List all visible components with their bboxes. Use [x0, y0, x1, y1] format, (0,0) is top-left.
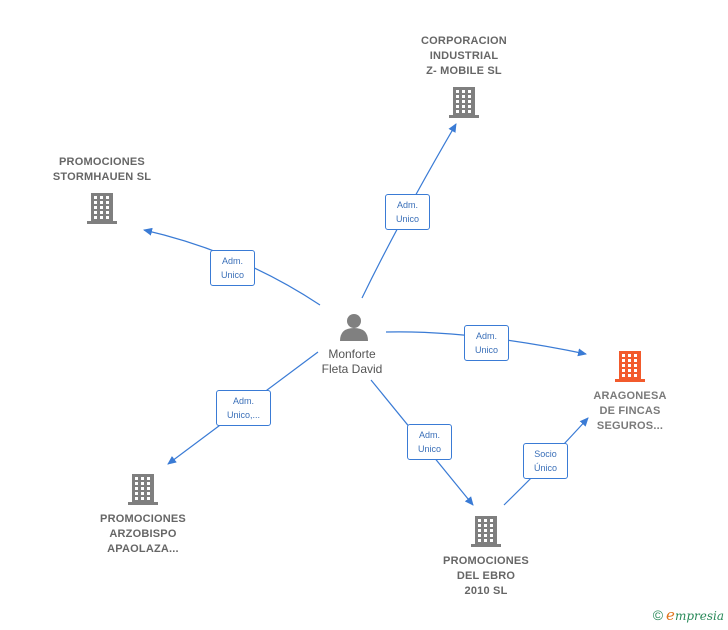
edge-label-ebro[interactable]: Adm. Unico: [407, 424, 452, 460]
edge-label-line: Adm.: [232, 396, 254, 406]
building-icon-aragonesa: [615, 351, 645, 382]
person-label-line: Fleta David: [321, 362, 383, 376]
node-arzobispo[interactable]: PROMOCIONES ARZOBISPO APAOLAZA...: [100, 512, 186, 557]
node-stormhauen[interactable]: PROMOCIONES STORMHAUEN SL: [53, 155, 151, 185]
node-label-line: ARZOBISPO: [109, 528, 177, 540]
node-label-line: PROMOCIONES: [59, 156, 145, 168]
node-corporacion[interactable]: CORPORACION INDUSTRIAL Z- MOBILE SL: [421, 34, 507, 79]
brand-name: mpresia: [674, 609, 724, 623]
node-person-center[interactable]: Monforte Fleta David: [322, 347, 383, 377]
edge-label-line: Único: [533, 463, 557, 473]
edge-label-line: Unico: [395, 214, 419, 224]
edge-label-line: Unico: [417, 444, 441, 454]
edge-label-arzobispo[interactable]: Adm. Unico,...: [216, 390, 271, 426]
copyright-icon: ©: [652, 607, 664, 623]
node-label-line: SEGUROS...: [596, 420, 664, 432]
edge-label-corporacion[interactable]: Adm. Unico: [385, 194, 430, 230]
edge-label-line: Adm.: [221, 256, 243, 266]
person-icon: [340, 314, 368, 341]
node-label-line: 2010 SL: [464, 585, 508, 597]
node-label-line: PROMOCIONES: [100, 513, 186, 525]
node-label-line: Z- MOBILE SL: [426, 65, 502, 77]
building-icon-arzobispo: [128, 474, 158, 505]
edge-label-stormhauen[interactable]: Adm. Unico: [210, 250, 255, 286]
edge-label-line: Socio: [534, 449, 557, 459]
edge-label-line: Unico,...: [226, 410, 260, 420]
edge-label-line: Unico: [220, 270, 244, 280]
node-label-line: PROMOCIONES: [443, 555, 529, 567]
edge-label-line: Unico: [474, 345, 498, 355]
building-icon-corporacion: [449, 87, 479, 118]
edge-label-line: Adm.: [396, 200, 418, 210]
node-label-line: INDUSTRIAL: [429, 50, 499, 62]
node-label-line: ARAGONESA: [593, 390, 667, 402]
empresia-watermark[interactable]: ©empresia: [653, 606, 724, 624]
edge-label-ebro-aragonesa[interactable]: Socio Único: [523, 443, 568, 479]
edge-label-aragonesa[interactable]: Adm. Unico: [464, 325, 509, 361]
person-label-line: Monforte: [328, 347, 376, 361]
edge-label-line: Adm.: [418, 430, 440, 440]
building-icon-ebro: [471, 516, 501, 547]
node-label-line: CORPORACION: [421, 35, 507, 47]
node-label-line: DEL EBRO: [456, 570, 516, 582]
node-aragonesa[interactable]: ARAGONESA DE FINCAS SEGUROS...: [593, 389, 666, 434]
node-label-line: APAOLAZA...: [107, 543, 179, 555]
node-ebro[interactable]: PROMOCIONES DEL EBRO 2010 SL: [443, 554, 529, 599]
node-label-line: DE FINCAS: [599, 405, 661, 417]
edge-label-line: Adm.: [475, 331, 497, 341]
node-label-line: STORMHAUEN SL: [52, 171, 152, 183]
brand-initial: e: [666, 606, 675, 624]
building-icon-stormhauen: [87, 193, 117, 224]
